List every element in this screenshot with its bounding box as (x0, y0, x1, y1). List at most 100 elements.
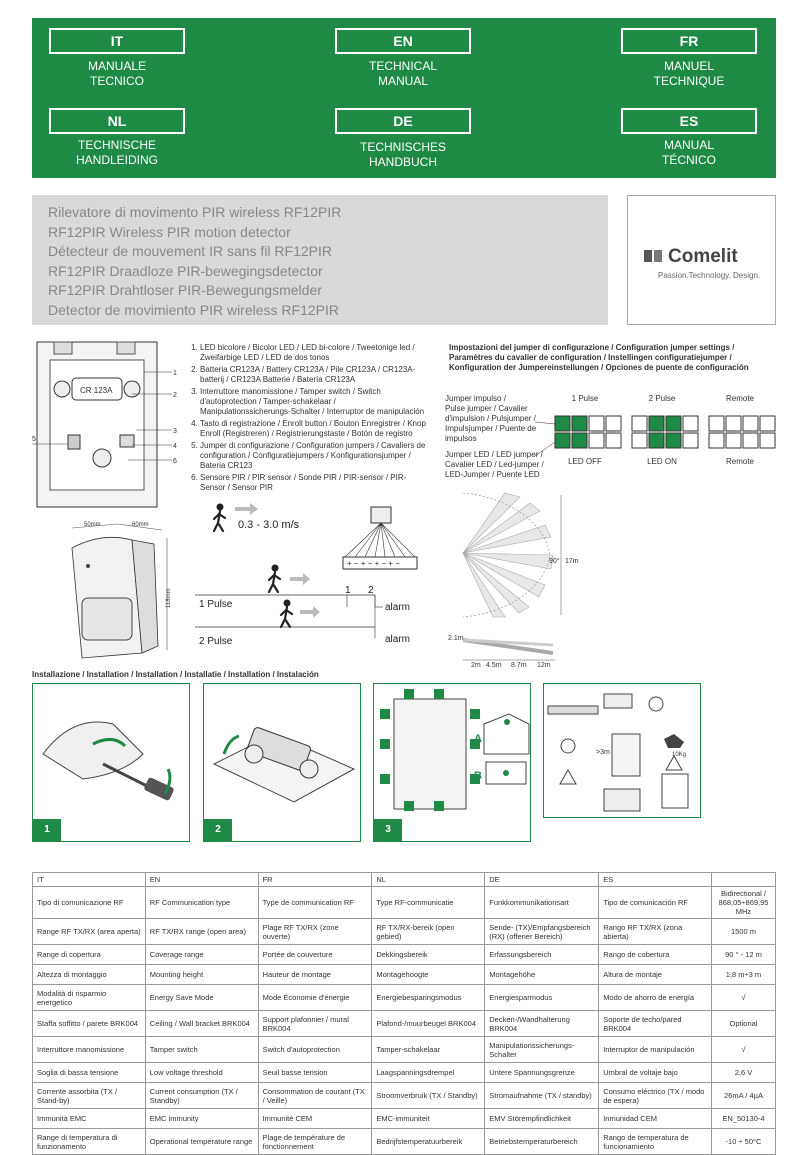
title-es: Detector de movimiento PIR wireless RF12… (48, 301, 339, 318)
table-cell: Hauteur de montage (257, 964, 373, 985)
step-number: 2 (204, 819, 232, 841)
table-cell: Soglia di bassa tensione (32, 1062, 146, 1083)
svg-text:+ − + − + − + −: + − + − + − + − (347, 559, 400, 568)
table-cell: Betriebstemperaturbereich (484, 1128, 600, 1155)
table-cell: Range RF TX/RX (area aperta) (32, 918, 146, 945)
battery-label: CR 123A (80, 386, 113, 395)
remove-cover-illustration (42, 721, 174, 801)
table-cell: Ceiling / Wall bracket BRK004 (144, 1010, 259, 1037)
table-cell: Umbral de voltaje bajo (598, 1062, 712, 1083)
table-cell: Optional (710, 1010, 777, 1037)
jumper-bottom-label-2: LED ON (647, 457, 677, 466)
table-cell: √ (710, 1036, 777, 1063)
jumper-bottom-label-1: LED OFF (568, 457, 602, 466)
table-header-row: IT EN FR NL DE ES (32, 872, 777, 887)
table-cell: 1,8 m÷3 m (710, 964, 777, 985)
table-cell: Low voltage threshold (144, 1062, 259, 1083)
table-cell: Immunità EMC (32, 1108, 146, 1129)
warning-triangle-icon (559, 768, 577, 785)
callout-3: 3 (173, 428, 177, 435)
distance-3: 8.7m (511, 662, 527, 669)
jumper-top-label-3: Remote (726, 394, 755, 403)
title-fr: Détecteur de mouvement IR sans fil RF12P… (48, 243, 333, 260)
callout-4: 4 (173, 443, 177, 450)
table-cell: RF TX/RX range (open area) (144, 918, 259, 945)
lamp-icon (560, 738, 576, 754)
column-header: IT (32, 872, 146, 887)
title-nl: RF12PIR Draadloze PIR-bewegingsdetector (48, 262, 323, 279)
hazard-triangle-icon (665, 754, 683, 771)
table-cell: Interruptor de manipulación (598, 1036, 712, 1063)
table-cell: Range di temperatura di funzionamento (32, 1128, 146, 1155)
alarm-label-1: alarm (385, 602, 410, 613)
table-cell: Energiesparmodus (484, 984, 600, 1011)
lang-code-es[interactable]: ES (621, 108, 757, 134)
dimension-depth: 50mm (84, 522, 101, 528)
lang-code-nl[interactable]: NL (49, 108, 185, 134)
table-row: Corrente assorbita (TX / Stand-by)Curren… (32, 1082, 777, 1109)
legend-item: Jumper di configurazione / Configuration… (200, 441, 428, 471)
step-number: 3 (374, 819, 402, 841)
legend-item: Tasto di registrazione / Enroll button /… (200, 419, 428, 439)
column-header: FR (257, 872, 373, 887)
column-header: ES (598, 872, 712, 887)
table-cell: 2,6 V (710, 1062, 777, 1083)
install-step-3-panel: A B 3 (373, 683, 531, 842)
table-cell: Sende- (TX)/Empfangsbereich (RX) (offene… (484, 918, 600, 945)
pulse-jumper-label: Jumper impulso / Pulse jumper / Cavalier… (445, 394, 537, 443)
walking-person-icon (267, 564, 282, 594)
lang-code-fr[interactable]: FR (621, 28, 757, 54)
column-header: DE (484, 872, 600, 887)
jumper-top-label-1: 1 Pulse (572, 394, 599, 403)
table-cell: 1500 m (710, 918, 777, 945)
callout-5: 5 (32, 436, 36, 443)
table-cell: Tipo de comunicación RF (598, 886, 712, 919)
table-cell: √ (710, 984, 777, 1011)
lang-code-en[interactable]: EN (335, 28, 471, 54)
table-cell: Funkkommunikationsart (484, 886, 600, 919)
walking-person-icon (279, 599, 294, 629)
lang-code-it[interactable]: IT (49, 28, 185, 54)
pet-icon (664, 734, 684, 748)
table-cell: EMC-immuniteit (371, 1108, 486, 1129)
language-banner: IT MANUALE TECNICO EN TECHNICAL MANUAL F… (32, 18, 776, 178)
distance-4: 12m (537, 662, 551, 669)
table-cell: Tamper switch (144, 1036, 259, 1063)
table-cell: Rango de temperatura de funcionamiento (598, 1128, 712, 1155)
zone-1-label: 1 (345, 585, 351, 596)
brand-logo-box: Comelit Passion.Technology. Design. (627, 195, 776, 325)
table-cell: Interruttore manomissione (32, 1036, 146, 1063)
lang-code-de[interactable]: DE (335, 108, 471, 134)
title-it: Rilevatore di movimento PIR wireless RF1… (48, 204, 342, 220)
detector-position-icon (611, 733, 641, 777)
two-pulse-label: 2 Pulse (199, 636, 233, 647)
arrow-right-icon (300, 606, 320, 618)
table-cell: Switch d'autoprotection (257, 1036, 373, 1063)
table-cell: Mounting height (144, 964, 259, 985)
table-cell: Altezza di montaggio (32, 964, 146, 985)
alarm-label-2: alarm (385, 634, 410, 645)
mounting-illustration: A B (380, 689, 530, 811)
callout-1: 1 (173, 370, 177, 377)
pulse-diagram: 0.3 - 3.0 m/s + − + − + − + − 1 2 1 Puls… (195, 503, 418, 647)
mount-option-b: B (474, 770, 482, 782)
table-cell: Tipo di comunicazione RF (32, 886, 146, 919)
table-row: Range RF TX/RX (area aperta)RF TX/RX ran… (32, 918, 777, 945)
table-cell: Consommation de courant (TX / Veille) (257, 1082, 373, 1109)
table-cell: 90 ° - 12 m (710, 944, 777, 965)
device-closed-drawing: 50mm 60mm 118mm (71, 522, 172, 659)
table-cell: Mode Économie d'énergie (257, 984, 373, 1011)
table-cell: Plage de température de fonctionnement (257, 1128, 373, 1155)
weight-label: 10Kg (672, 752, 686, 758)
installation-title: Installazione / Installation / Installat… (32, 670, 319, 679)
distance-1: 2m (471, 662, 481, 669)
brand-tagline: Passion.Technology. Design. (658, 271, 761, 280)
lang-label-fr: MANUEL TECHNIQUE (653, 59, 725, 88)
brand-name: Comelit (668, 246, 738, 267)
table-cell: -10 ÷ 50°C (710, 1128, 777, 1155)
